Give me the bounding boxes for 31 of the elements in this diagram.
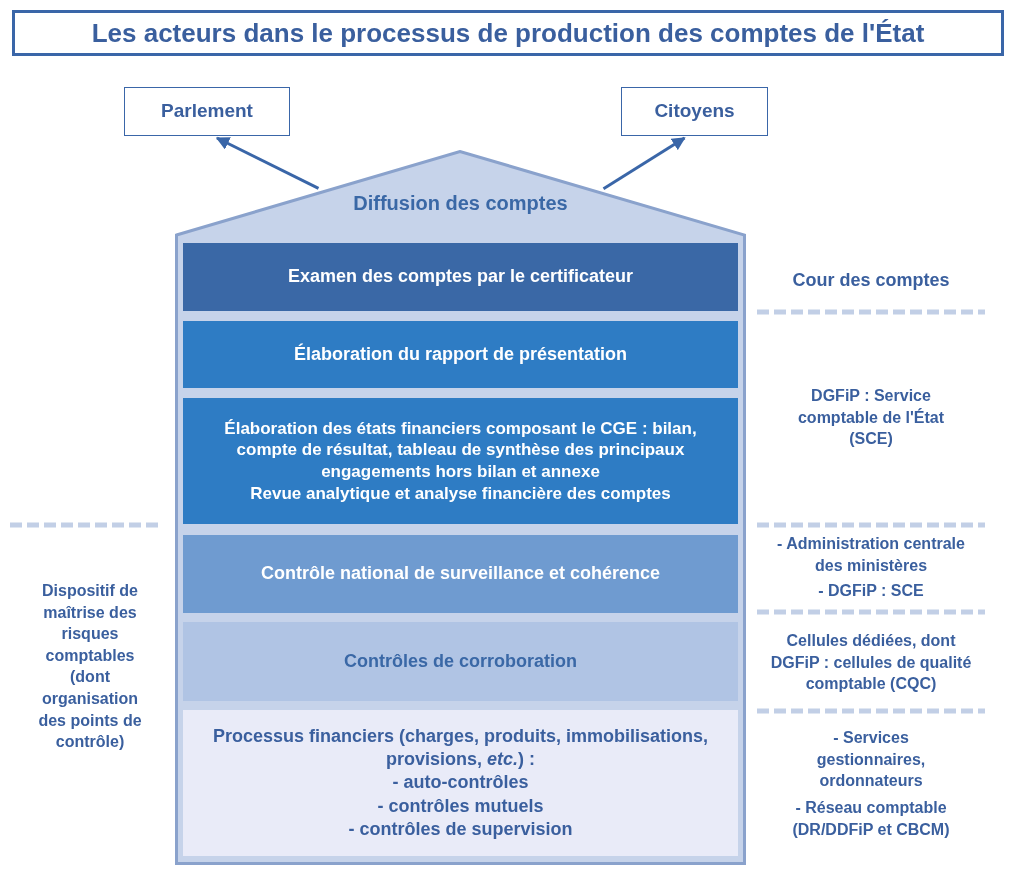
band-text: Parlement: [161, 99, 253, 124]
band-text: Citoyens: [654, 99, 735, 124]
recipient-box: [124, 87, 290, 136]
recipient-box: [621, 87, 768, 136]
side-label: - Administration centrale des ministères: [776, 534, 966, 576]
band-text: Examen des comptes par le certificateur: [287, 265, 634, 289]
band-text: Revue analytique et analyse financière des comptes: [250, 482, 671, 505]
side-label: Cellules dédiées, dont DGFiP : cellules de qualité comptable (CQC): [769, 631, 973, 695]
title: Les acteurs dans le processus de production des comptes de l'État: [12, 10, 1004, 56]
side-label: DGFiP : Service comptable de l'État (SCE): [796, 386, 946, 450]
layer-band: [183, 535, 738, 613]
band-text: Élaboration du rapport de présentation: [294, 343, 627, 366]
arrow: [215, 136, 320, 190]
layer-band: [183, 398, 738, 524]
band-text: Processus financiers (charges, produits, immobilisations, provisions, etc.) :: [211, 725, 710, 772]
roof-heading: Diffusion des comptes: [352, 191, 569, 216]
arrow: [602, 136, 686, 190]
band-text: - contrôles mutuels: [377, 794, 544, 818]
side-label: - Services gestionnaires, ordonnateurs: [815, 728, 927, 792]
band-text: - contrôles de supervision: [348, 817, 573, 841]
band-text: Contrôles de corroboration: [344, 650, 577, 673]
band-text: - auto-contrôles: [392, 771, 529, 795]
layer-band: [183, 710, 738, 856]
side-label: Dispositif de maîtrise des risques comptables (dont organisation des points de contrôle): [37, 581, 143, 753]
side-label: Cour des comptes: [791, 269, 951, 292]
side-label: - DGFiP : SCE: [817, 581, 925, 601]
layer-band: [183, 321, 738, 388]
band-text: Contrôle national de surveillance et cohérence: [260, 562, 661, 586]
side-label: - Réseau comptable (DR/DDFiP et CBCM): [791, 798, 951, 840]
layer-band: [183, 243, 738, 311]
band-text: Élaboration des états financiers composant le CGE : bilan, compte de résultat, tableau de synthèse des principaux engagements hors bilan et annexe: [223, 417, 698, 483]
